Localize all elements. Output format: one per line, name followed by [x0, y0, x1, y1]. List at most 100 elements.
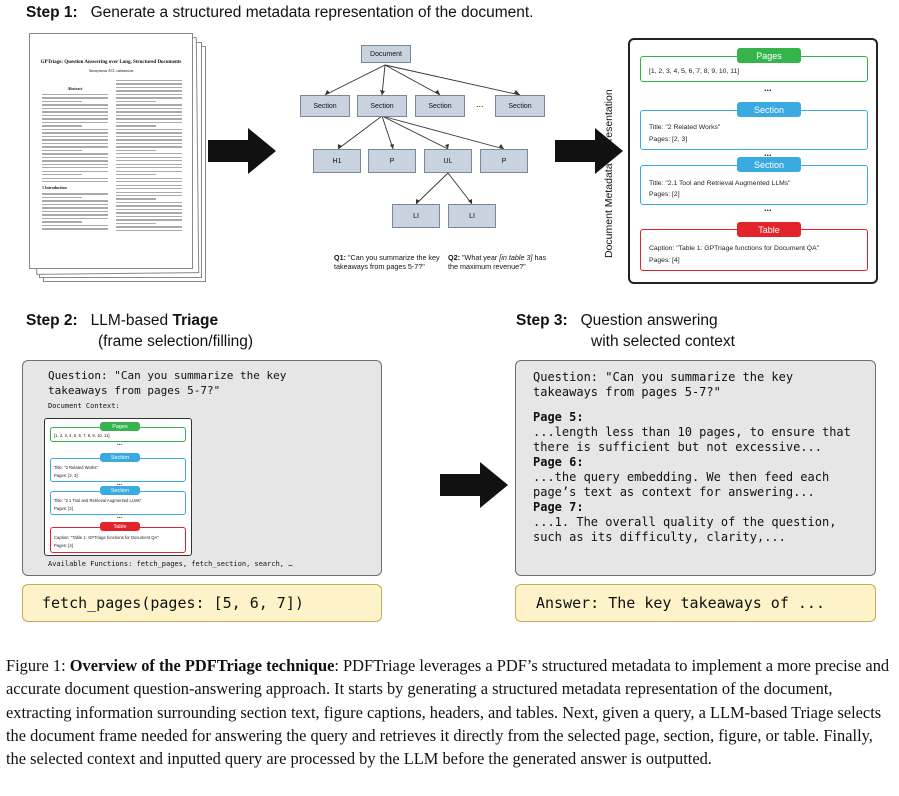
doc-text-line — [42, 170, 108, 172]
mini-table-head: Table — [100, 522, 140, 531]
doc-text-line — [42, 193, 108, 195]
mini-pages-list: [1, 2, 3, 4, 5, 6, 7, 8, 9, 10, 11] — [54, 433, 110, 438]
doc-text-line — [42, 228, 108, 230]
q2-pre: "What year — [461, 253, 500, 262]
tree-node-p-1: P — [368, 149, 416, 173]
tree-node-h1: H1 — [313, 149, 361, 173]
doc-text-line — [42, 146, 108, 148]
function-call-text: fetch_pages(pages: [5, 6, 7]) — [42, 594, 304, 612]
function-call-box: fetch_pages(pages: [5, 6, 7]) — [22, 584, 382, 622]
doc-title: GPTriage: Question Answering over Long, … — [40, 60, 182, 65]
doc-front-page: GPTriage: Question Answering over Long, … — [29, 33, 193, 269]
doc-text-line — [116, 226, 182, 228]
question-q2: Q2: "What year [in table 3] has the maxi… — [448, 253, 554, 271]
triage-box: Question: "Can you summarize the key tak… — [22, 360, 382, 576]
tree-node-document: Document — [361, 45, 411, 63]
doc-text-line — [42, 177, 108, 179]
doc-text-line — [42, 203, 108, 206]
page7-label: Page 7: — [533, 500, 584, 514]
doc-text-line — [116, 201, 182, 204]
answer-question-line2: takeaways from pages 5-7?" — [533, 385, 721, 399]
arrow-right-icon-2 — [555, 128, 623, 174]
doc-text-line — [116, 104, 182, 106]
q2-post: has the maximum revenue?" — [448, 253, 547, 271]
page6-label: Page 6: — [533, 455, 584, 469]
doc-text-line — [116, 160, 182, 162]
doc-text-line — [116, 97, 182, 99]
triage-question-line1: Question: "Can you summarize the key — [48, 369, 287, 382]
doc-text-line — [116, 174, 156, 176]
doc-text-line — [116, 229, 182, 232]
doc-text-line — [42, 217, 108, 220]
doc-text-line — [116, 107, 182, 110]
doc-text-line — [42, 107, 108, 110]
doc-text-line — [116, 114, 182, 117]
doc-text-line — [116, 128, 182, 131]
arrow-right-icon — [208, 128, 276, 174]
doc-text-line — [42, 174, 82, 176]
doc-text-line — [42, 132, 108, 134]
doc-text-line — [116, 149, 156, 151]
answer-question: Question: "Can you summarize the key tak… — [533, 370, 793, 400]
meta-section1-pages: Pages: [2, 3] — [649, 136, 688, 143]
doc-text-line — [116, 86, 182, 89]
step3-line2: with selected context — [591, 333, 735, 350]
doc-text-line — [42, 121, 108, 124]
tree-node-section-4: Section — [495, 95, 545, 117]
step2-label: Step 2: — [26, 312, 78, 329]
answer-box: Answer: The key takeaways of ... — [515, 584, 876, 622]
caption-body: : PDFTriage leverages a PDF’s structured… — [6, 656, 890, 769]
mini-dots-2: ... — [117, 481, 123, 487]
tree-node-section-2: Section — [357, 95, 407, 117]
doc-text-line — [42, 200, 108, 202]
doc-text-line — [42, 214, 108, 216]
doc-text-line — [42, 114, 108, 117]
arrow-right-icon-3 — [440, 462, 508, 508]
doc-text-line — [116, 167, 182, 169]
meta-table-head: Table — [737, 222, 801, 237]
page6-line2: page’s text as context for answering... — [533, 485, 815, 499]
step3-title: Step 3: Question answering — [516, 310, 718, 331]
mini-section1-box — [50, 458, 186, 482]
q2-italic: [in table 3] — [499, 253, 533, 262]
caption-figure-label: Figure 1: — [6, 656, 70, 675]
answer-text: Answer: The key takeaways of ... — [536, 594, 825, 612]
doc-right-column — [116, 80, 182, 233]
tree-edges — [324, 64, 521, 205]
tree-ellipsis: ... — [476, 99, 484, 109]
doc-text-line — [116, 80, 182, 82]
doc-text-line — [42, 125, 82, 127]
mini-dots-1: ... — [117, 441, 123, 447]
meta-section1-title: Title: "2 Related Works" — [649, 124, 721, 131]
page5-line1: ...length less than 10 pages, to ensure … — [533, 425, 851, 439]
mini-section1-head: Section — [100, 453, 140, 462]
meta-pages-list: [1, 2, 3, 4, 5, 6, 7, 8, 9, 10, 11] — [649, 68, 740, 75]
step1-text: Generate a structured metadata represent… — [90, 4, 534, 21]
doc-text-line — [116, 142, 182, 145]
mini-table-pages: Pages: [4] — [54, 543, 73, 548]
doc-text-line — [42, 94, 108, 96]
doc-text-line — [116, 118, 182, 120]
caption-bold: Overview of the PDFTriage technique — [69, 656, 335, 675]
doc-text-line — [116, 125, 156, 127]
tree-node-li-2: LI — [448, 204, 496, 228]
doc-text-line — [116, 153, 182, 155]
doc-text-line — [116, 139, 182, 141]
doc-text-line — [42, 156, 108, 159]
doc-text-line — [42, 111, 108, 113]
doc-authors: Anonymous ACL submission — [88, 69, 134, 73]
meta-dots-1: ... — [764, 83, 772, 93]
step1-label: Step 1: — [26, 4, 78, 21]
meta-table-caption: Caption: "Table 1: GPTriage functions fo… — [649, 245, 820, 252]
doc-text-line — [116, 198, 156, 200]
doc-text-line — [116, 222, 156, 225]
doc-text-line — [116, 156, 182, 158]
doc-text-line — [42, 181, 108, 183]
doc-text-line — [42, 142, 108, 145]
doc-text-line — [116, 170, 182, 172]
doc-text-line — [42, 128, 108, 131]
doc-text-line — [42, 221, 82, 223]
doc-text-line — [116, 90, 182, 92]
answer-question-line1: Question: "Can you summarize the key — [533, 370, 794, 384]
tree-node-section-3: Section — [415, 95, 465, 117]
